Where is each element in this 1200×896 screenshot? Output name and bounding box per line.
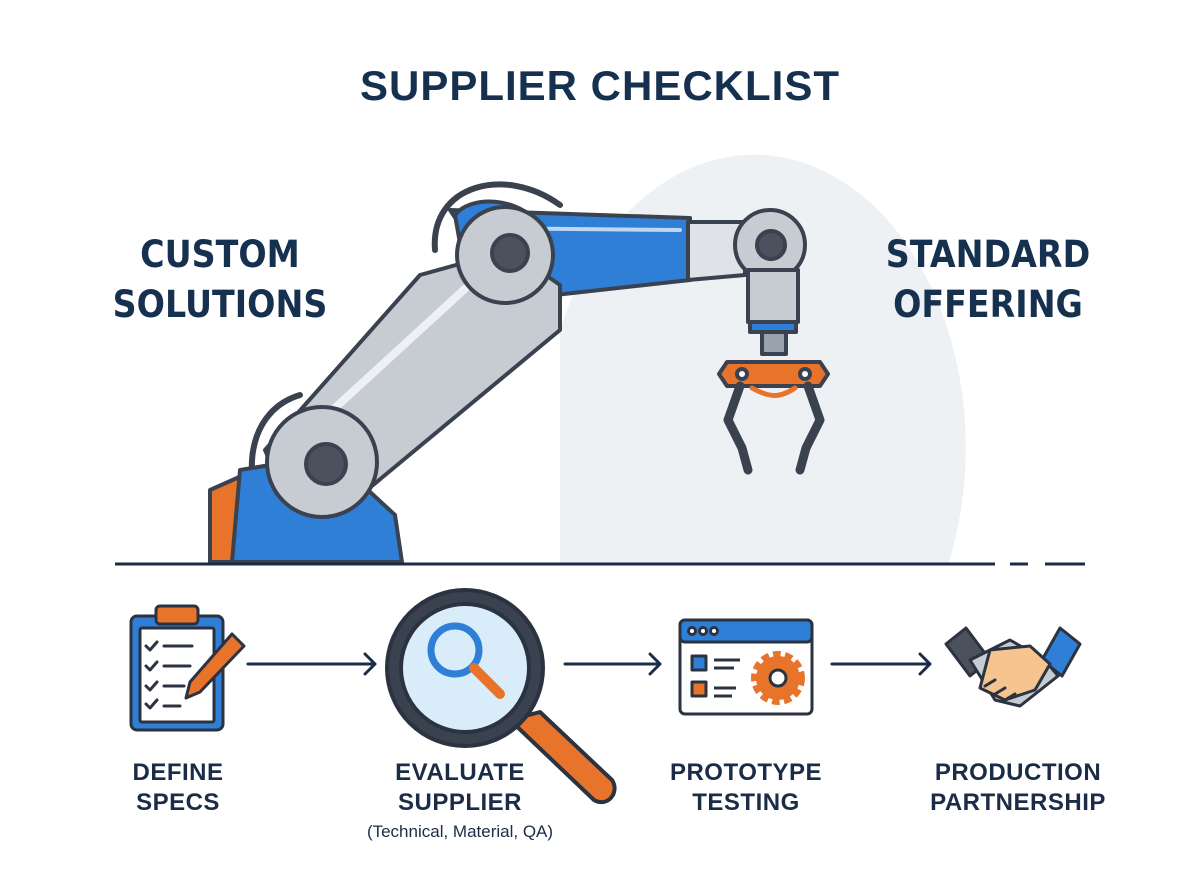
step-label-line1: DEFINE [132, 759, 224, 786]
magnifier-icon [385, 588, 617, 804]
handshake-icon [944, 626, 1082, 708]
arrow-icon [246, 652, 377, 676]
custom-label-line2: SOLUTIONS [112, 283, 328, 326]
step-label-line2: SPECS [136, 789, 220, 816]
page-title: SUPPLIER CHECKLIST [359, 62, 841, 109]
standard-label-line1: STANDARD [885, 233, 1091, 276]
browser-gear-icon [678, 618, 814, 716]
step-define-specs: DEFINE SPECS [88, 758, 268, 818]
step-label-line2: PARTNERSHIP [930, 789, 1106, 816]
step-label-line1: PRODUCTION [934, 759, 1102, 786]
standard-offering-label: STANDARD OFFERING [880, 230, 1096, 330]
step-label-line2: TESTING [692, 789, 800, 816]
custom-label-line1: CUSTOM [140, 233, 300, 276]
standard-label-line2: OFFERING [893, 283, 1083, 326]
arrow-icon [830, 652, 932, 676]
clipboard-icon [129, 604, 246, 732]
step-prototype-testing: PROTOTYPE TESTING [636, 758, 856, 818]
step-evaluate-note: (Technical, Material, QA) [366, 822, 554, 841]
step-production-partnership: PRODUCTION PARTNERSHIP [898, 758, 1138, 818]
step-label-line2: SUPPLIER [397, 789, 523, 816]
custom-solutions-label: CUSTOM SOLUTIONS [112, 230, 328, 330]
arrow-icon [563, 652, 662, 676]
step-label-line1: EVALUATE [395, 759, 525, 786]
step-evaluate-supplier: EVALUATE SUPPLIER [350, 758, 570, 818]
flow-arrows [246, 652, 932, 676]
robot-arm-icon [208, 181, 830, 564]
step-label-line1: PROTOTYPE [669, 759, 823, 786]
